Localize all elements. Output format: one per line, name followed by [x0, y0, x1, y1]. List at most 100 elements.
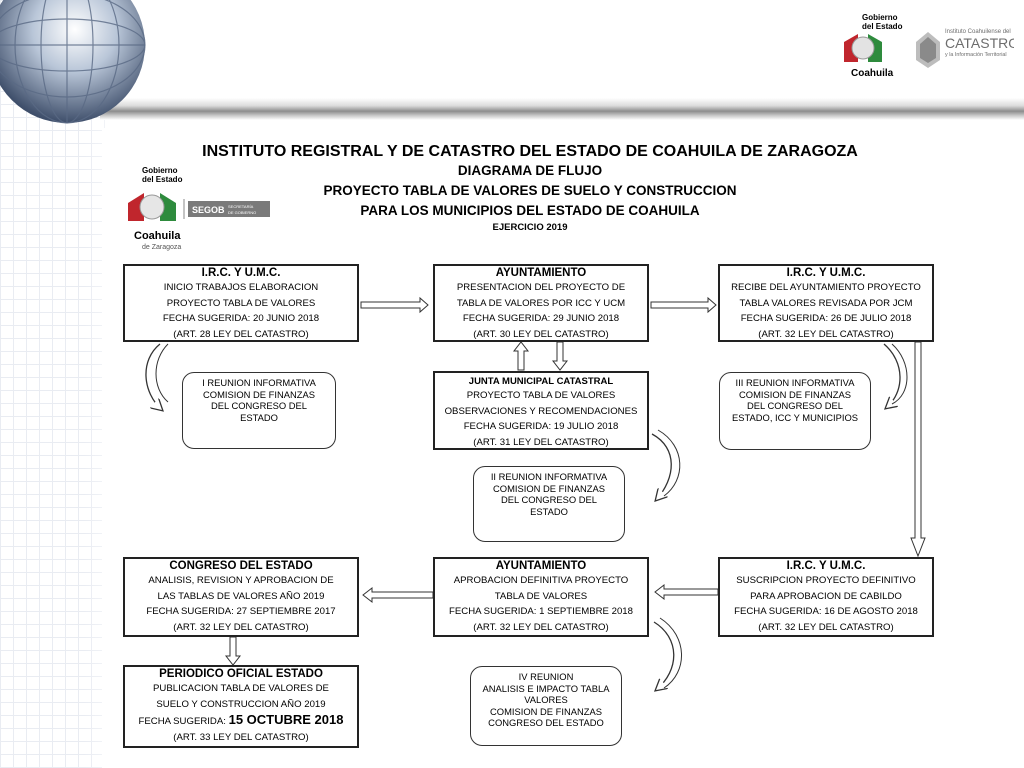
box-line: ANALISIS, REVISION Y APROBACION DE: [148, 575, 334, 586]
arrow-b1-to-b2: [360, 296, 429, 314]
box-date-highlight: 15 OCTUBRE 2018: [228, 712, 344, 728]
seal-segob-text: SEGOB: [192, 205, 225, 215]
box-date: FECHA SUGERIDA: 29 JUNIO 2018: [462, 313, 620, 325]
curve-b1-to-r1: [145, 343, 162, 410]
arrow-b6-to-b5: [362, 586, 434, 604]
box-line: TABLA DE VALORES POR ICC Y UCM: [456, 297, 626, 309]
box-line: TABLA DE VALORES: [494, 590, 588, 602]
bubble-line: ANALISIS E IMPACTO TABLA: [482, 682, 610, 694]
box-heading: I.R.C. Y U.M.C.: [786, 560, 866, 572]
seal-delestado-text: del Estado: [142, 175, 183, 184]
bubble-line: DEL CONGRESO DEL: [746, 400, 844, 411]
box-date: FECHA SUGERIDA: 19 JULIO 2018: [463, 421, 619, 433]
box-heading: AYUNTAMIENTO: [495, 560, 587, 572]
bubble-line: IV REUNION: [518, 671, 574, 682]
box-line: SUSCRIPCION PROYECTO DEFINITIVO: [736, 575, 916, 586]
header-gobierno-text: Gobierno: [862, 13, 898, 22]
box-line: SUELO Y CONSTRUCCION AÑO 2019: [156, 698, 326, 710]
box-date: FECHA SUGERIDA: 20 JUNIO 2018: [162, 313, 320, 325]
box-date: FECHA SUGERIDA: 26 DE JULIO 2018: [740, 313, 912, 325]
box-article: (ART. 32 LEY DEL CATASTRO): [473, 621, 609, 633]
bubble-line: COMISION DE FINANZAS: [490, 705, 602, 717]
box-article: (ART. 33 LEY DEL CATASTRO): [173, 731, 309, 743]
arrow-b2-to-b4: [551, 341, 569, 371]
bubble-line: ESTADO: [240, 411, 278, 423]
bubble-line: CONGRESO DEL ESTADO: [488, 717, 604, 728]
box-line: TABLA VALORES REVISADA POR JCM: [739, 297, 913, 309]
box-line: PUBLICACION TABLA DE VALORES DE: [153, 683, 329, 694]
box-date: FECHA SUGERIDA: 16 DE AGOSTO 2018: [734, 606, 918, 618]
seal-segob-sub1: SECRETARÍA: [228, 204, 254, 209]
box-date: FECHA SUGERIDA: 15 OCTUBRE 2018: [125, 712, 357, 730]
doc-title-line4: PARA LOS MUNICIPIOS DEL ESTADO DE COAHUI…: [360, 203, 700, 218]
box-article: (ART. 31 LEY DEL CATASTRO): [473, 436, 609, 448]
bubble-line: COMISION DE FINANZAS: [493, 482, 605, 494]
bubble-line: VALORES: [524, 694, 568, 705]
arrow-b7-to-b6: [654, 583, 719, 601]
box-ayuntamiento-aprobacion: AYUNTAMIENTO APROBACION DEFINITIVA PROYE…: [433, 557, 649, 637]
box-heading: AYUNTAMIENTO: [495, 267, 587, 279]
header-coahuila-text: Coahuila: [851, 68, 894, 79]
box-ayuntamiento-presentacion: AYUNTAMIENTO PRESENTACION DEL PROYECTO D…: [433, 264, 649, 342]
box-line: PROYECTO TABLA DE VALORES: [166, 297, 316, 309]
bubble-line: DEL CONGRESO DEL: [500, 494, 598, 505]
seal-coahuila-text: Coahuila: [134, 230, 181, 242]
bubble-line: COMISION DE FINANZAS: [739, 388, 851, 400]
box-line: PRESENTACION DEL PROYECTO DE: [456, 282, 626, 293]
seal-zaragoza-text: de Zaragoza: [142, 244, 181, 251]
header-delestado-text: del Estado: [862, 22, 903, 31]
header-catastro-text: CATASTRO: [945, 35, 1014, 51]
curve-b4-to-r2: [651, 433, 672, 500]
box-article: (ART. 32 LEY DEL CATASTRO): [758, 621, 894, 633]
box-line: OBSERVACIONES Y RECOMENDACIONES: [444, 405, 638, 417]
bubble-line: COMISION DE FINANZAS: [203, 388, 315, 400]
bubble-line: III REUNION INFORMATIVA: [735, 377, 855, 388]
seal-segob-sub2: DE GOBIERNO: [228, 210, 256, 215]
bubble-reunion-4: IV REUNION ANALISIS E IMPACTO TABLA VALO…: [470, 666, 622, 746]
bubble-line: ESTADO: [530, 505, 568, 517]
box-date-prefix: FECHA SUGERIDA:: [138, 716, 229, 728]
arrow-b2-to-b3: [650, 296, 717, 314]
bubble-line: ESTADO, ICC Y MUNICIPIOS: [731, 411, 859, 423]
box-irc-suscripcion: I.R.C. Y U.M.C. SUSCRIPCION PROYECTO DEF…: [718, 557, 934, 637]
bubble-reunion-3: III REUNION INFORMATIVA COMISION DE FINA…: [719, 372, 871, 450]
header-instituto-text: Instituto Coahuilense del: [945, 29, 1011, 35]
arrow-b5-to-b8: [224, 636, 242, 666]
curve-b6-to-r4: [653, 621, 675, 690]
doc-title-line2: DIAGRAMA DE FLUJO: [457, 163, 603, 178]
header-band: [100, 98, 1024, 120]
bubble-reunion-1: I REUNION INFORMATIVA COMISION DE FINANZ…: [182, 372, 336, 449]
globe-image: [0, 0, 146, 124]
box-date: FECHA SUGERIDA: 27 SEPTIEMBRE 2017: [146, 606, 336, 618]
curve-b3-to-r3: [883, 343, 901, 408]
header-informacion-text: y la Información Territorial: [945, 52, 1007, 58]
doc-title-line1: INSTITUTO REGISTRAL Y DE CATASTRO DEL ES…: [202, 143, 858, 160]
document-seal: Gobierno del Estado Coahuila de Zaragoza…: [128, 166, 270, 251]
header-logos: Gobierno del Estado Coahuila Instituto C…: [844, 13, 1014, 79]
box-date: FECHA SUGERIDA: 1 SEPTIEMBRE 2018: [449, 606, 633, 618]
box-article: (ART. 32 LEY DEL CATASTRO): [173, 621, 309, 633]
box-irc-recibe: I.R.C. Y U.M.C. RECIBE DEL AYUNTAMIENTO …: [718, 264, 934, 342]
arrow-b4-to-b2: [512, 341, 530, 371]
doc-title-line3: PROYECTO TABLA DE VALORES DE SUELO Y CON…: [323, 183, 737, 198]
box-heading: JUNTA MUNICIPAL CATASTRAL: [468, 376, 614, 387]
seal-gobierno-text: Gobierno: [142, 166, 178, 175]
box-line: APROBACION DEFINITIVA PROYECTO: [453, 575, 629, 586]
box-line: LAS TABLAS DE VALORES AÑO 2019: [157, 590, 325, 602]
box-heading: I.R.C. Y U.M.C.: [786, 267, 866, 279]
box-heading: CONGRESO DEL ESTADO: [169, 560, 313, 572]
bubble-line: I REUNION INFORMATIVA: [202, 377, 316, 388]
box-line: INICIO TRABAJOS ELABORACION: [163, 282, 319, 293]
box-irc-inicio: I.R.C. Y U.M.C. INICIO TRABAJOS ELABORAC…: [123, 264, 359, 342]
bubble-line: II REUNION INFORMATIVA: [490, 471, 608, 482]
box-heading: PERIODICO OFICIAL ESTADO: [159, 668, 323, 680]
box-article: (ART. 32 LEY DEL CATASTRO): [758, 328, 894, 340]
bubble-line: DEL CONGRESO DEL: [210, 400, 308, 411]
box-article: (ART. 30 LEY DEL CATASTRO): [473, 328, 609, 340]
doc-title-line5: EJERCICIO 2019: [492, 222, 568, 233]
arrow-b3-to-b7: [910, 341, 926, 558]
box-line: PARA APROBACION DE CABILDO: [750, 590, 902, 602]
box-congreso-estado: CONGRESO DEL ESTADO ANALISIS, REVISION Y…: [123, 557, 359, 637]
box-periodico-oficial: PERIODICO OFICIAL ESTADO PUBLICACION TAB…: [123, 665, 359, 748]
